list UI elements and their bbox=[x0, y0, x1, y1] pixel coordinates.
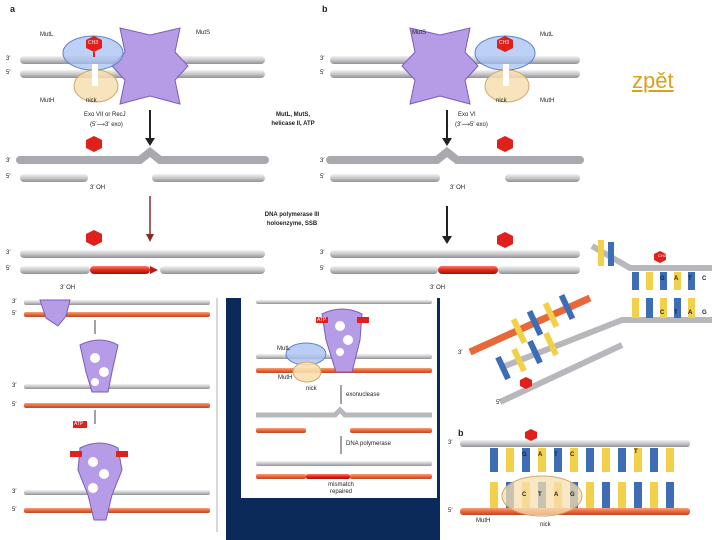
right-fork-bases bbox=[495, 240, 695, 381]
oh-mid-label-a: 3′ OH bbox=[90, 185, 106, 191]
right-muth-protein bbox=[501, 475, 583, 517]
step-arrow-a2-head bbox=[146, 234, 154, 242]
right-methyl-3 bbox=[525, 429, 537, 441]
left-figure-proteins bbox=[39, 299, 123, 521]
right-mismatch-label: T bbox=[634, 449, 638, 455]
nick-label-b: nick bbox=[496, 98, 507, 104]
right-seq-top-0: G bbox=[660, 276, 665, 282]
right-b-seq-bottom-2: A bbox=[554, 492, 559, 498]
left-atp-tag-2 bbox=[70, 451, 82, 457]
right-panel-b-bases bbox=[490, 448, 674, 508]
panel-b-proteins bbox=[401, 27, 536, 105]
strand-5-a3: 5′ bbox=[6, 266, 11, 272]
left-strand-5: 5′ bbox=[12, 311, 17, 317]
strand-3-a1: 3′ bbox=[6, 56, 11, 62]
middle-result-line1: mismatch bbox=[328, 482, 354, 488]
exo-label-a: Exo VII or RecJ bbox=[84, 112, 126, 118]
methyl-text-b: CH3 bbox=[499, 40, 510, 46]
right-seq-bottom-0: C bbox=[660, 310, 665, 316]
left-strand-5b: 5′ bbox=[12, 402, 17, 408]
right-seq-bottom-1: T bbox=[674, 310, 678, 316]
right-b-seq-bottom-3: G bbox=[570, 492, 575, 498]
left-figure-strands bbox=[24, 300, 210, 513]
step-arrow-a1-head bbox=[145, 138, 155, 146]
oh-mid-label-b: 3′ OH bbox=[450, 185, 466, 191]
right-b-seq-top-1: A bbox=[538, 452, 543, 458]
panel-a-proteins bbox=[62, 27, 189, 105]
right-methyl-1 bbox=[654, 251, 666, 263]
muth-label-a: MutH bbox=[40, 98, 55, 104]
exo-label-b: Exo VI bbox=[458, 112, 476, 118]
nick-label-a: nick bbox=[86, 98, 97, 104]
middle-figure-proteins bbox=[285, 308, 369, 383]
middle-step1-label: exonuclease bbox=[346, 392, 380, 398]
right-nick-label: nick bbox=[540, 522, 551, 528]
right-panel-b-strands bbox=[460, 440, 690, 515]
step-arrow-b2-head bbox=[442, 236, 452, 244]
step-arrow-b1-head bbox=[442, 138, 452, 146]
middle-step2-label: DNA polymerase bbox=[346, 441, 392, 447]
strand-5-b3: 5′ bbox=[320, 266, 325, 272]
methyl-marks-b bbox=[497, 36, 513, 248]
center-step1-line2: helicase II, ATP bbox=[271, 121, 315, 127]
muts-label-a: MutS bbox=[196, 30, 211, 36]
strand-3-a2: 3′ bbox=[6, 158, 11, 164]
strand-5-a1: 5′ bbox=[6, 70, 11, 76]
right-panel-b-label: b bbox=[458, 428, 464, 438]
mutl-label-b: MutL bbox=[540, 32, 554, 38]
panel-b-label: b bbox=[322, 4, 328, 14]
strand-3-b1: 3′ bbox=[320, 56, 325, 62]
strand-5-a2: 5′ bbox=[6, 174, 11, 180]
right-b-seq-bottom-0: C bbox=[522, 492, 527, 498]
muth-label-b: MutH bbox=[540, 98, 555, 104]
oh-bottom-label-b: 3′ OH bbox=[430, 285, 446, 291]
mutl-label-a: MutL bbox=[40, 32, 54, 38]
strand-3-b3: 3′ bbox=[320, 250, 325, 256]
left-atp-text: ATP bbox=[74, 421, 84, 427]
center-step1-line1: MutL, MutS, bbox=[276, 112, 310, 118]
right-seq-bottom-3: G bbox=[702, 310, 707, 316]
right-b-seq-top-2: T bbox=[554, 452, 558, 458]
left-atp-tag bbox=[73, 421, 87, 428]
right-seq-top-2: T bbox=[688, 276, 692, 282]
exo-dir-label-b: (3′⟶5′ exo) bbox=[455, 122, 488, 128]
left-strand-3c: 3′ bbox=[12, 489, 17, 495]
strand-3-b2: 3′ bbox=[320, 158, 325, 164]
middle-muth-label: MutH bbox=[278, 375, 293, 381]
exo-dir-label-a: (5′⟶3′ exo) bbox=[90, 122, 123, 128]
strand-5-b2: 5′ bbox=[320, 174, 325, 180]
middle-nick-label: nick bbox=[306, 386, 317, 392]
right-methyl-2 bbox=[520, 377, 532, 389]
right-seq-bottom-2: A bbox=[688, 310, 693, 316]
panel-a-label: a bbox=[10, 4, 16, 14]
strand-3-a3: 3′ bbox=[6, 250, 11, 256]
right-muth-label: MutH bbox=[476, 518, 491, 524]
right-b-strand-3: 3′ bbox=[448, 440, 453, 446]
strand-5-b1: 5′ bbox=[320, 70, 325, 76]
methyl-marks-a bbox=[86, 36, 102, 246]
left-strand-3b: 3′ bbox=[12, 383, 17, 389]
left-strand-5c: 5′ bbox=[12, 507, 17, 513]
middle-atp-text: ATP bbox=[317, 317, 327, 323]
right-methyl-text: CH3 bbox=[658, 253, 667, 258]
muts-label-b: MutS bbox=[412, 30, 427, 36]
right-seq-top-1: A bbox=[674, 276, 679, 282]
center-step2-line1: DNA polymerase III bbox=[264, 212, 320, 218]
right-seq-top-3: C bbox=[702, 276, 707, 282]
right-strand-3: 3′ bbox=[458, 350, 463, 356]
left-strand-3: 3′ bbox=[12, 299, 17, 305]
right-b-strand-5: 5′ bbox=[448, 508, 453, 514]
oh-bottom-label-a: 3′ OH bbox=[60, 285, 76, 291]
center-step2-line2: holoenzyme, SSB bbox=[266, 221, 318, 227]
right-b-seq-top-0: G bbox=[522, 452, 527, 458]
left-atp-tag-3 bbox=[116, 451, 128, 457]
methyl-text-a: CH3 bbox=[88, 40, 99, 46]
back-link[interactable]: zpět bbox=[632, 68, 674, 93]
right-b-seq-top-3: C bbox=[570, 452, 575, 458]
middle-result-line2: repaired bbox=[329, 489, 352, 495]
right-b-seq-bottom-1: T bbox=[538, 492, 542, 498]
middle-mutl-label: MutL bbox=[277, 346, 291, 352]
right-strand-5: 5′ bbox=[496, 400, 501, 406]
